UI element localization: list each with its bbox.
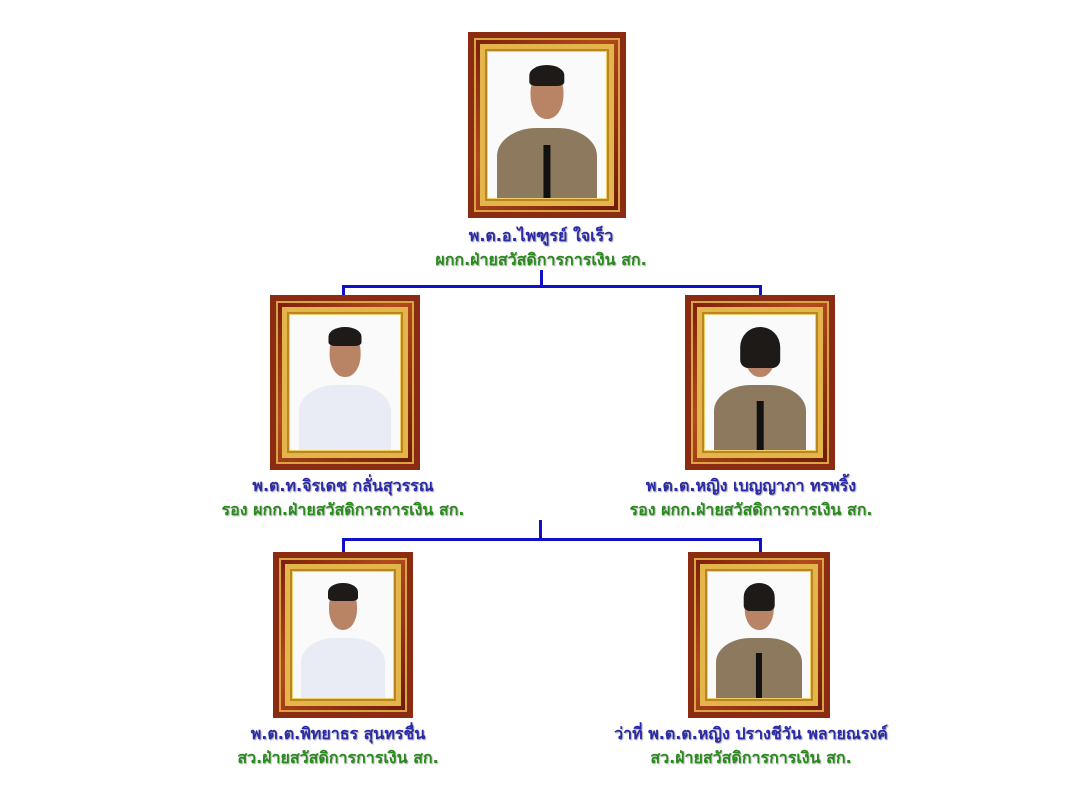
person-role: รอง ผกก.ฝ่ายสวัสดิการการเงิน สก. bbox=[221, 500, 465, 519]
person-role: รอง ผกก.ฝ่ายสวัสดิการการเงิน สก. bbox=[629, 500, 873, 519]
person-name: ว่าที่ พ.ต.ต.หญิง ปรางชีวัน พลายณรงค์ bbox=[614, 724, 888, 743]
connector-top-vertical bbox=[540, 270, 543, 288]
portrait-photo bbox=[708, 572, 810, 698]
connector-top-horizontal bbox=[342, 285, 762, 288]
portrait-frame-deputy-1 bbox=[270, 295, 420, 470]
portrait-photo bbox=[290, 315, 400, 450]
portrait-photo bbox=[488, 52, 606, 198]
person-role: ผกก.ฝ่ายสวัสดิการการเงิน สก. bbox=[435, 250, 647, 269]
portrait-frame-inspector-1 bbox=[273, 552, 413, 718]
caption-inspector-1: พ.ต.ต.พิทยาธร สุนทรชื่น สว.ฝ่ายสวัสดิการ… bbox=[237, 722, 438, 770]
person-name: พ.ต.อ.ไพฑูรย์ ใจเร็ว bbox=[468, 226, 614, 245]
person-name: พ.ต.ต.หญิง เบญญาภา ทรพริ้ง bbox=[645, 476, 857, 495]
person-role: สว.ฝ่ายสวัสดิการการเงิน สก. bbox=[650, 748, 852, 767]
person-name: พ.ต.ต.พิทยาธร สุนทรชื่น bbox=[250, 724, 426, 743]
portrait-frame-deputy-2 bbox=[685, 295, 835, 470]
connector-bottom-right-drop bbox=[759, 538, 762, 553]
portrait-frame-inspector-2 bbox=[688, 552, 830, 718]
portrait-photo bbox=[293, 572, 393, 698]
connector-mid-horizontal bbox=[342, 538, 762, 541]
caption-deputy-2: พ.ต.ต.หญิง เบญญาภา ทรพริ้ง รอง ผกก.ฝ่ายส… bbox=[630, 474, 873, 522]
portrait-photo bbox=[705, 315, 815, 450]
connector-right-drop bbox=[759, 285, 762, 297]
connector-mid-vertical bbox=[539, 520, 542, 541]
connector-bottom-left-drop bbox=[342, 538, 345, 553]
connector-left-drop bbox=[342, 285, 345, 297]
caption-chief: พ.ต.อ.ไพฑูรย์ ใจเร็ว ผกก.ฝ่ายสวัสดิการกา… bbox=[435, 224, 646, 272]
person-name: พ.ต.ท.จิรเดช กลั่นสุวรรณ bbox=[252, 476, 434, 495]
portrait-frame-chief bbox=[468, 32, 626, 218]
caption-inspector-2: ว่าที่ พ.ต.ต.หญิง ปรางชีวัน พลายณรงค์ สว… bbox=[614, 722, 888, 770]
person-role: สว.ฝ่ายสวัสดิการการเงิน สก. bbox=[237, 748, 439, 767]
caption-deputy-1: พ.ต.ท.จิรเดช กลั่นสุวรรณ รอง ผกก.ฝ่ายสวั… bbox=[222, 474, 465, 522]
